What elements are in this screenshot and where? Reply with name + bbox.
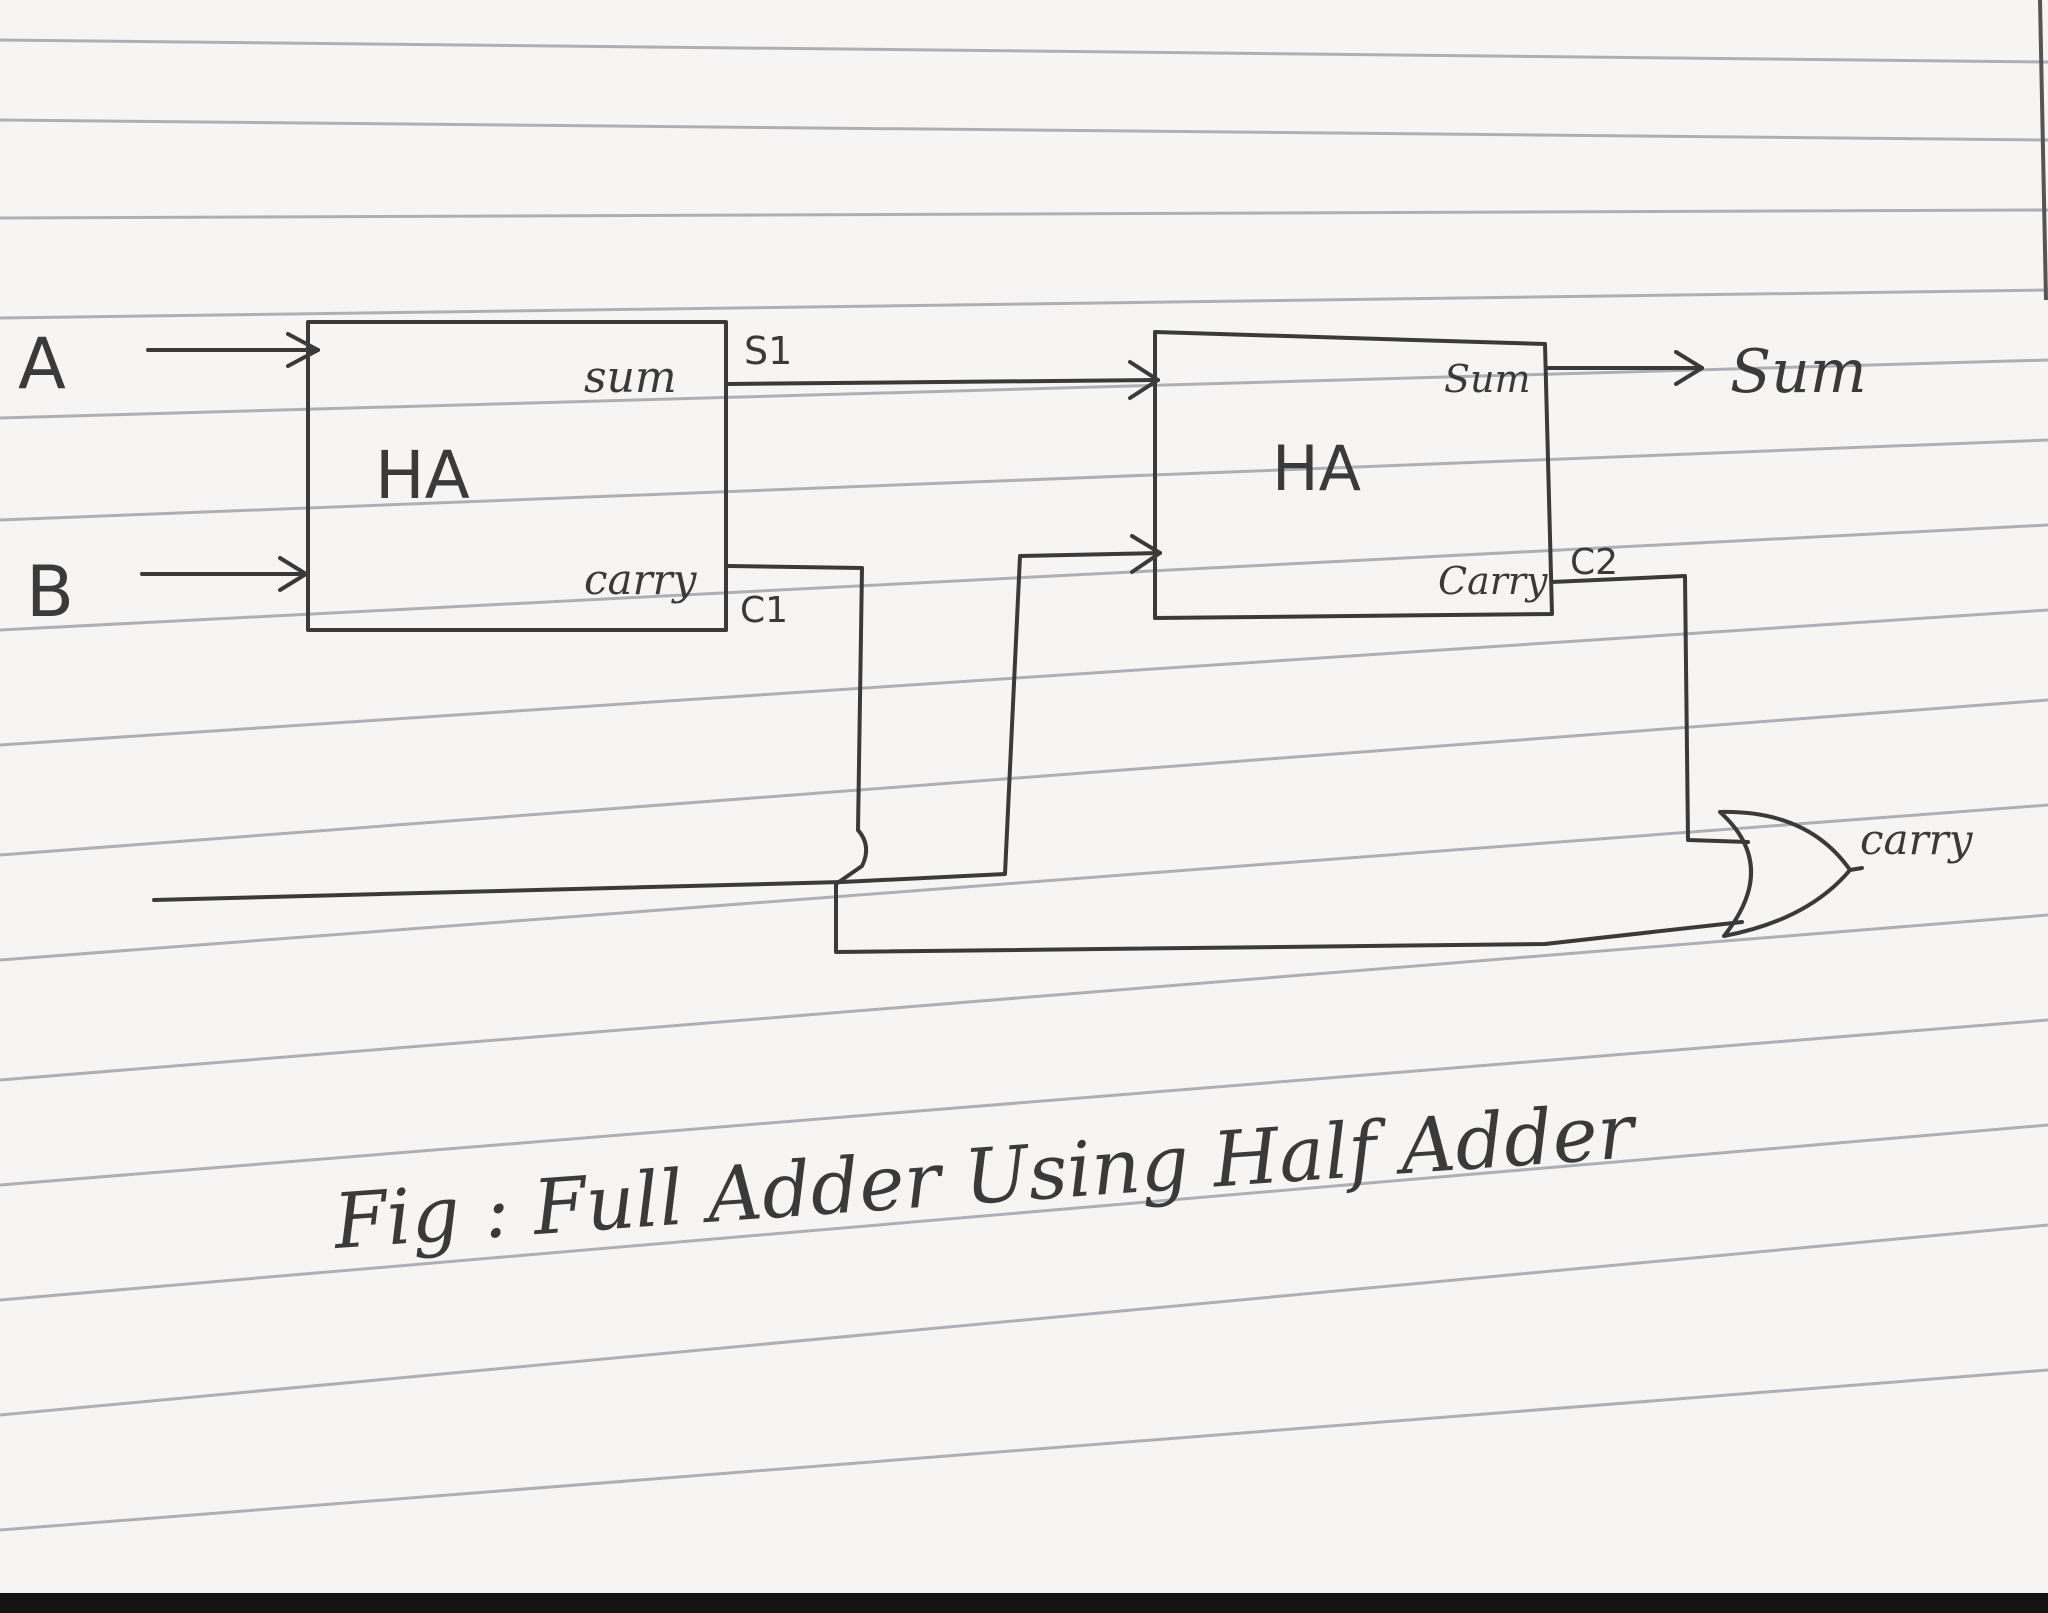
carry-output-label: carry (1860, 815, 1974, 864)
half-adder-1-block (306, 320, 728, 632)
ha2-sum-port-label: Sum (1444, 357, 1531, 401)
ruled-line (0, 208, 2048, 220)
ha1-block-label: HA (375, 437, 470, 514)
ruled-line (0, 523, 2048, 632)
s1-signal-label: S1 (744, 329, 792, 373)
ruled-line (0, 358, 2048, 420)
ruled-line (0, 288, 2048, 320)
ruled-line (0, 38, 2048, 64)
input-b-wire (140, 556, 308, 592)
ha1-sum-port-label: sum (584, 352, 677, 403)
c2-wire (1550, 574, 1750, 844)
c1-signal-label: C1 (740, 590, 788, 631)
ruled-line (0, 608, 2048, 747)
c1-wire (726, 564, 1744, 954)
ruled-line (0, 118, 2048, 142)
cin-wire (152, 534, 1162, 902)
ha2-carry-port-label: Carry (1438, 559, 1548, 603)
sum-output-label: Sum (1730, 337, 1867, 407)
c2-signal-label: C2 (1570, 542, 1618, 583)
ruled-line (0, 1223, 2048, 1417)
ha1-carry-port-label: carry (584, 555, 698, 604)
or-gate (1718, 809, 1852, 938)
ruled-line (0, 913, 2048, 1082)
ruled-line (0, 1368, 2048, 1532)
ruled-line (0, 1018, 2048, 1187)
carry-output-wire (1848, 866, 1864, 872)
ruled-line (0, 803, 2048, 962)
ruled-line (0, 438, 2048, 522)
s1-wire (726, 360, 1160, 400)
ruled-lines (0, 38, 2048, 1532)
input-a-wire (146, 332, 320, 368)
page-edge (2038, 0, 2048, 301)
half-adder-2-block (1153, 330, 1554, 620)
input-a-label: A (18, 323, 66, 405)
ruled-line (0, 698, 2048, 857)
input-b-label: B (26, 551, 74, 633)
sum-output-wire (1546, 350, 1704, 386)
figure-caption: Fig : Full Adder Using Half Adder (329, 1086, 1641, 1266)
ruled-line (0, 1123, 2048, 1302)
bottom-band (0, 1593, 2048, 1613)
ha2-block-label: HA (1272, 432, 1361, 505)
